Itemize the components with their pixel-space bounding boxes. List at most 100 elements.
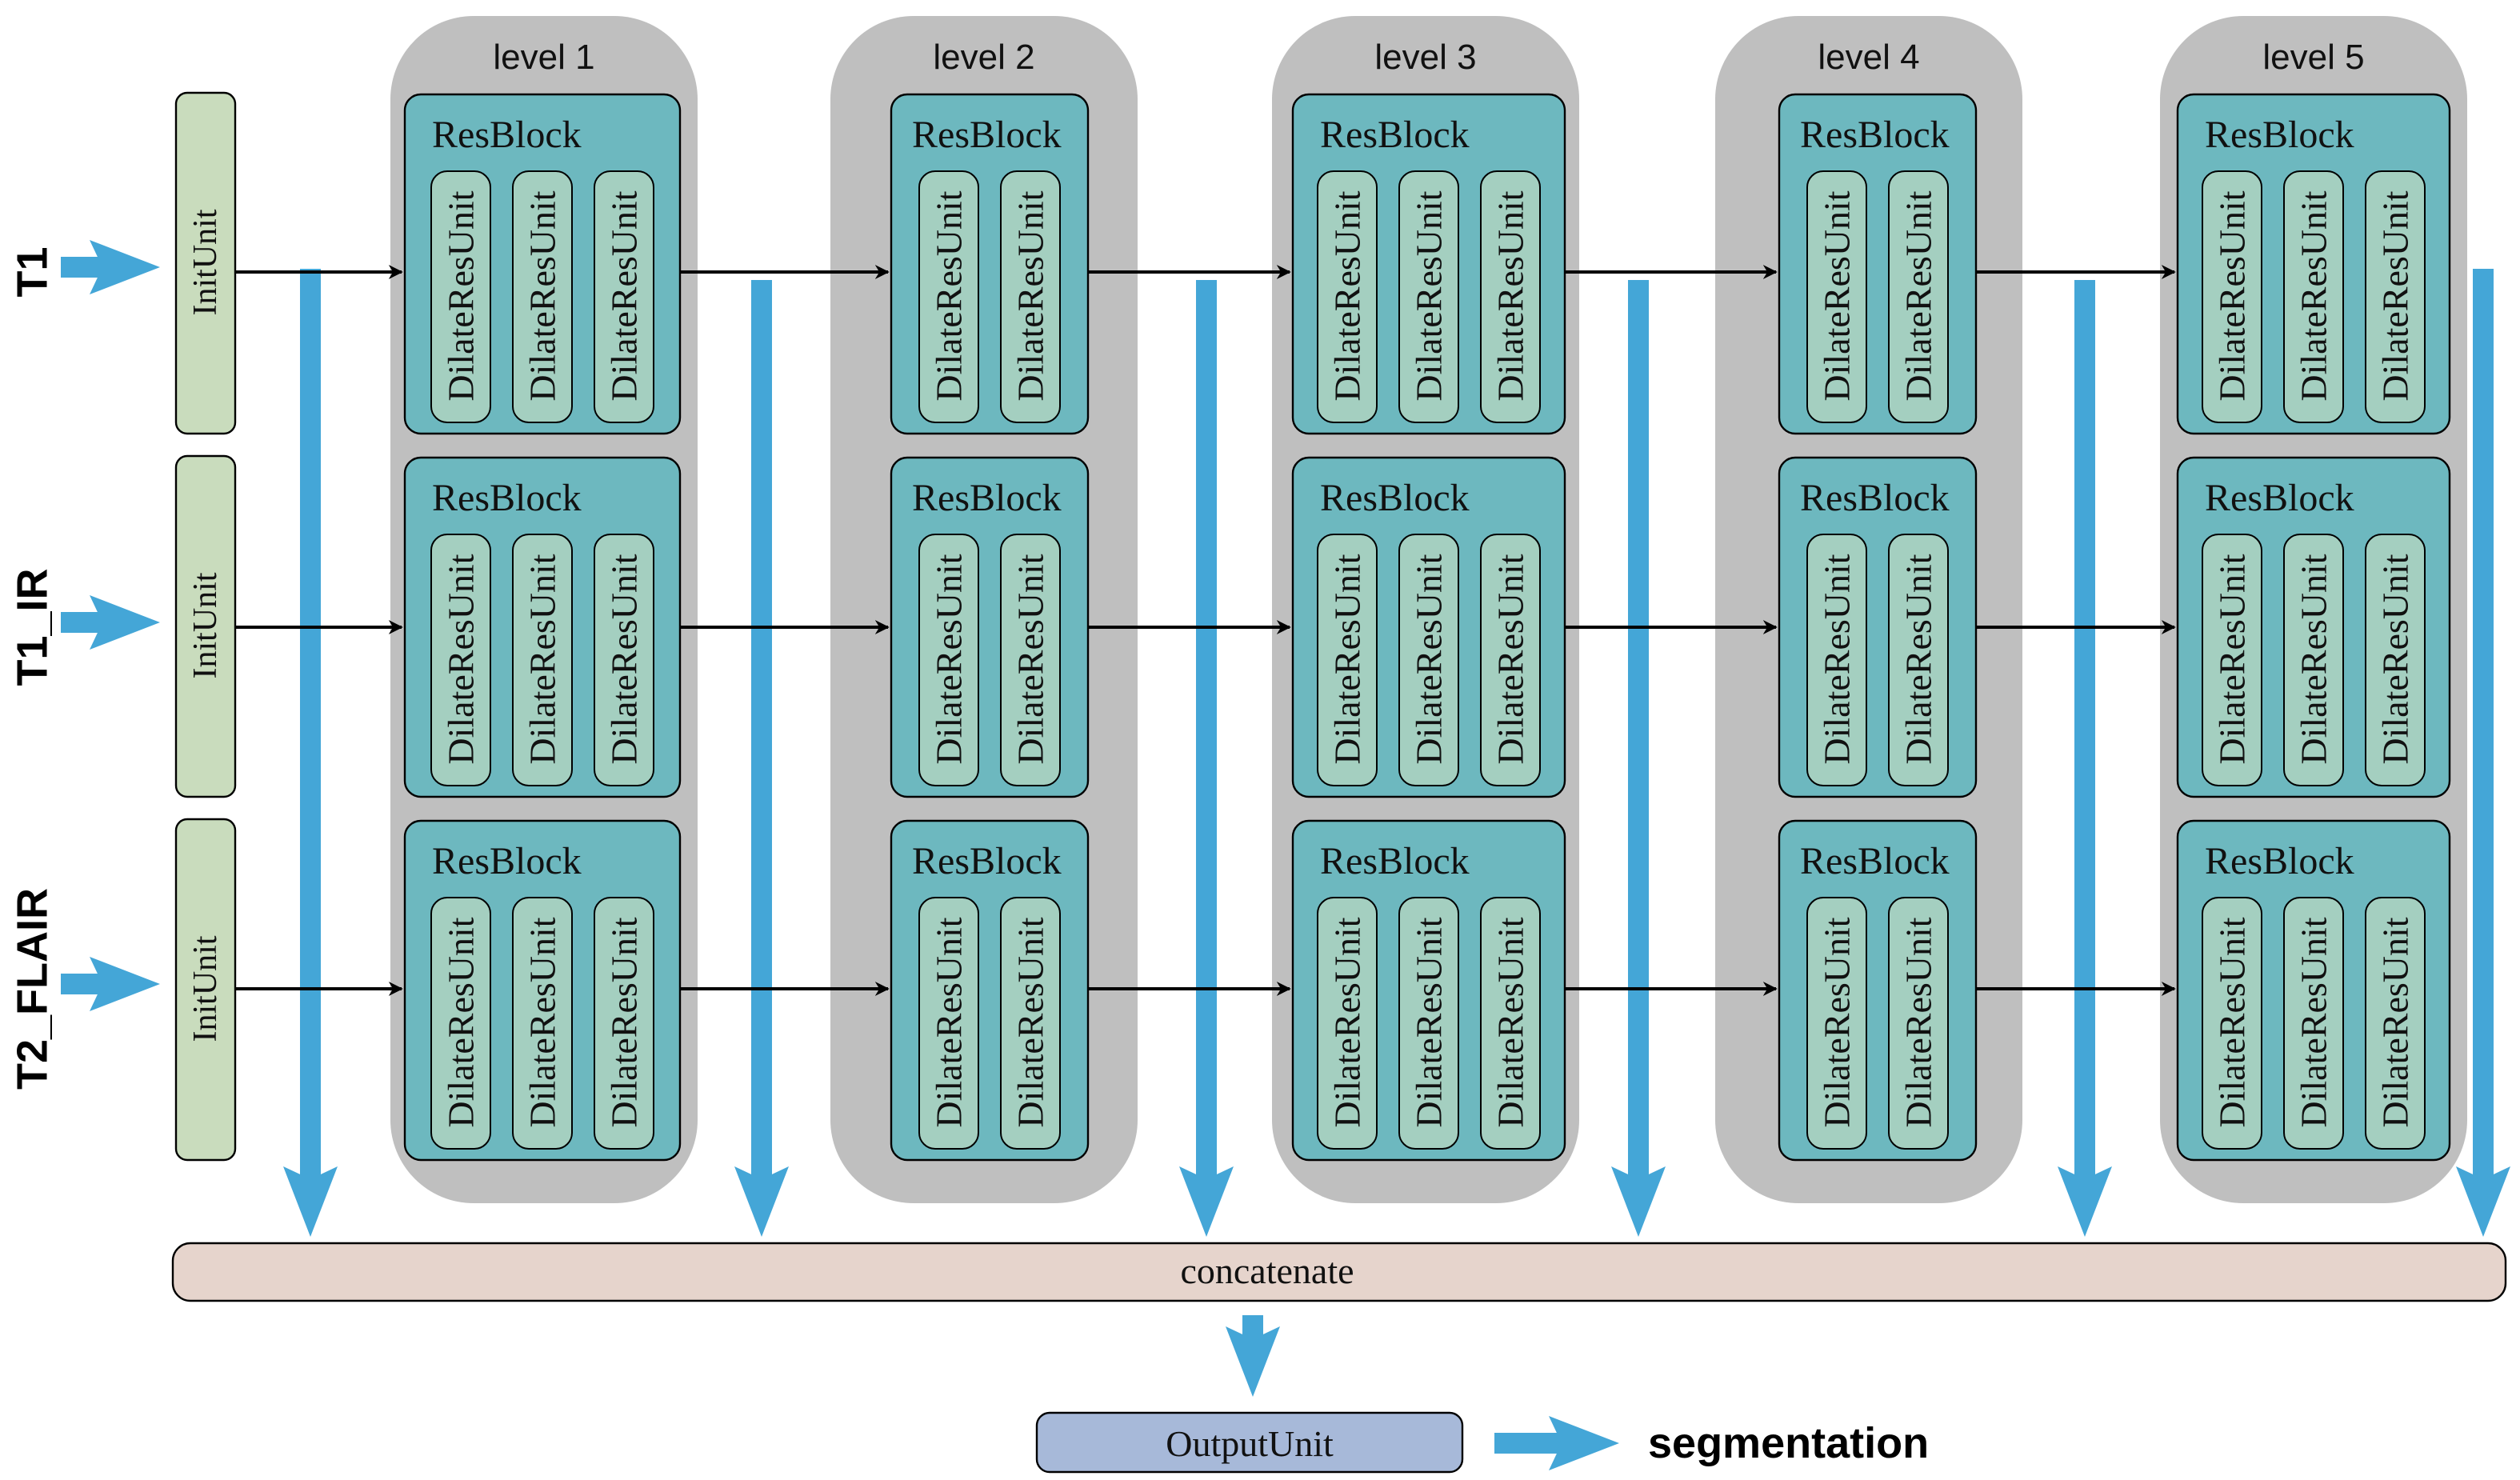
dilate-res-unit-label: DilateResUnit <box>1898 554 1939 764</box>
dilate-res-unit <box>430 170 491 423</box>
resblock-label: ResBlock <box>1320 840 1470 882</box>
segmentation-label: segmentation <box>1648 1419 1929 1467</box>
dilate-res-unit <box>1480 534 1541 786</box>
input-arrow-1 <box>61 240 160 294</box>
dilate-res-unit <box>1806 170 1867 423</box>
dilate-res-unit <box>1000 170 1061 423</box>
resblock-label: ResBlock <box>2205 477 2354 519</box>
level-output-arrow-2 <box>734 280 789 1237</box>
resblock-label: ResBlock <box>2205 840 2354 882</box>
level-output-arrow-4 <box>1611 280 1666 1237</box>
dilate-res-unit <box>2202 534 2262 786</box>
dilate-res-unit-label: DilateResUnit <box>441 917 482 1127</box>
dilate-res-unit-label: DilateResUnit <box>1490 917 1531 1127</box>
dilate-res-unit <box>1000 897 1061 1150</box>
resblock-label: ResBlock <box>432 477 582 519</box>
level-output-arrow-3 <box>1179 280 1234 1237</box>
resblock-label: ResBlock <box>1320 477 1470 519</box>
dilate-res-unit-label: DilateResUnit <box>1010 190 1051 401</box>
dilate-res-unit <box>2283 897 2344 1150</box>
dilate-res-unit <box>918 897 979 1150</box>
resblock-label: ResBlock <box>1800 840 1950 882</box>
dilate-res-unit-label: DilateResUnit <box>1409 554 1450 764</box>
dilate-res-unit-label: DilateResUnit <box>2375 554 2416 764</box>
dilate-res-unit-label: DilateResUnit <box>929 190 970 401</box>
dilate-res-unit <box>1398 897 1459 1150</box>
dilate-res-unit-label: DilateResUnit <box>441 190 482 401</box>
dilate-res-unit <box>1888 897 1949 1150</box>
dilate-res-unit <box>918 170 979 423</box>
init-unit-label: InitUnit <box>187 209 224 315</box>
dilate-res-unit <box>1000 534 1061 786</box>
dilate-res-unit <box>2202 170 2262 423</box>
dilate-res-unit <box>2365 534 2426 786</box>
dilate-res-unit-label: DilateResUnit <box>1409 190 1450 401</box>
concatenate-bar <box>171 1242 2507 1302</box>
dilate-res-unit-label: DilateResUnit <box>1010 917 1051 1127</box>
dilate-res-unit-label: DilateResUnit <box>1817 554 1858 764</box>
input-label-t2-flair: T2_FLAIR <box>8 888 56 1090</box>
input-arrow-3 <box>61 957 160 1011</box>
dilate-res-unit-label: DilateResUnit <box>604 190 645 401</box>
dilate-res-unit <box>594 534 654 786</box>
dilate-res-unit <box>2365 170 2426 423</box>
dilate-res-unit-label: DilateResUnit <box>604 554 645 764</box>
dilate-res-unit-label: DilateResUnit <box>2294 190 2334 401</box>
dilate-res-unit <box>1888 534 1949 786</box>
dilate-res-unit <box>2283 170 2344 423</box>
dilate-res-unit <box>1317 534 1378 786</box>
dilate-res-unit <box>1806 534 1867 786</box>
resblock-label: ResBlock <box>2205 114 2354 156</box>
dilate-res-unit-label: DilateResUnit <box>604 917 645 1127</box>
level-2-label: level 2 <box>933 38 1034 77</box>
resblock-label: ResBlock <box>912 840 1062 882</box>
input-label-t1-ir: T1_IR <box>8 568 56 686</box>
dilate-res-unit-label: DilateResUnit <box>2294 917 2334 1127</box>
dilate-res-unit <box>1888 170 1949 423</box>
dilate-res-unit-label: DilateResUnit <box>2375 917 2416 1127</box>
concatenate-label: concatenate <box>1180 1250 1354 1291</box>
dilate-res-unit <box>1398 170 1459 423</box>
dilate-res-unit-label: DilateResUnit <box>2294 554 2334 764</box>
dilate-res-unit <box>2202 897 2262 1150</box>
dilate-res-unit-label: DilateResUnit <box>2375 190 2416 401</box>
resblock-label: ResBlock <box>912 114 1062 156</box>
dilate-res-unit <box>512 897 573 1150</box>
dilate-res-unit-label: DilateResUnit <box>2212 917 2253 1127</box>
resblock-label: ResBlock <box>1800 114 1950 156</box>
input-arrow-2 <box>61 595 160 650</box>
dilate-res-unit-label: DilateResUnit <box>2212 554 2253 764</box>
dilate-res-unit <box>1480 897 1541 1150</box>
output-unit-label: OutputUnit <box>1166 1423 1334 1464</box>
level-output-arrow-5 <box>2058 280 2112 1237</box>
dilate-res-unit-label: DilateResUnit <box>522 917 563 1127</box>
level-output-arrow-6 <box>2456 269 2510 1237</box>
init-unit-1 <box>174 91 237 435</box>
init-unit-2 <box>174 454 237 798</box>
level-1-label: level 1 <box>493 38 594 77</box>
segmentation-arrow <box>1494 1416 1619 1470</box>
resblock-label: ResBlock <box>912 477 1062 519</box>
dilate-res-unit-label: DilateResUnit <box>929 917 970 1127</box>
dilate-res-unit-label: DilateResUnit <box>1490 190 1531 401</box>
dilate-res-unit <box>2365 897 2426 1150</box>
dilate-res-unit <box>430 897 491 1150</box>
dilate-res-unit <box>1317 170 1378 423</box>
dilate-res-unit-label: DilateResUnit <box>522 190 563 401</box>
dilate-res-unit-label: DilateResUnit <box>1817 190 1858 401</box>
level-3-label: level 3 <box>1374 38 1476 77</box>
dilate-res-unit <box>594 170 654 423</box>
resblock-label: ResBlock <box>1320 114 1470 156</box>
level-5-label: level 5 <box>2262 38 2364 77</box>
input-label-t1: T1 <box>8 246 56 297</box>
resblock-label: ResBlock <box>1800 477 1950 519</box>
dilate-res-unit-label: DilateResUnit <box>1327 917 1368 1127</box>
level-4-label: level 4 <box>1818 38 1919 77</box>
dilate-res-unit-label: DilateResUnit <box>1898 190 1939 401</box>
init-unit-label: InitUnit <box>187 572 224 678</box>
dilate-res-unit-label: DilateResUnit <box>929 554 970 764</box>
dilate-res-unit-label: DilateResUnit <box>1010 554 1051 764</box>
concat-output-arrow <box>1226 1315 1280 1397</box>
dilate-res-unit-label: DilateResUnit <box>1327 554 1368 764</box>
